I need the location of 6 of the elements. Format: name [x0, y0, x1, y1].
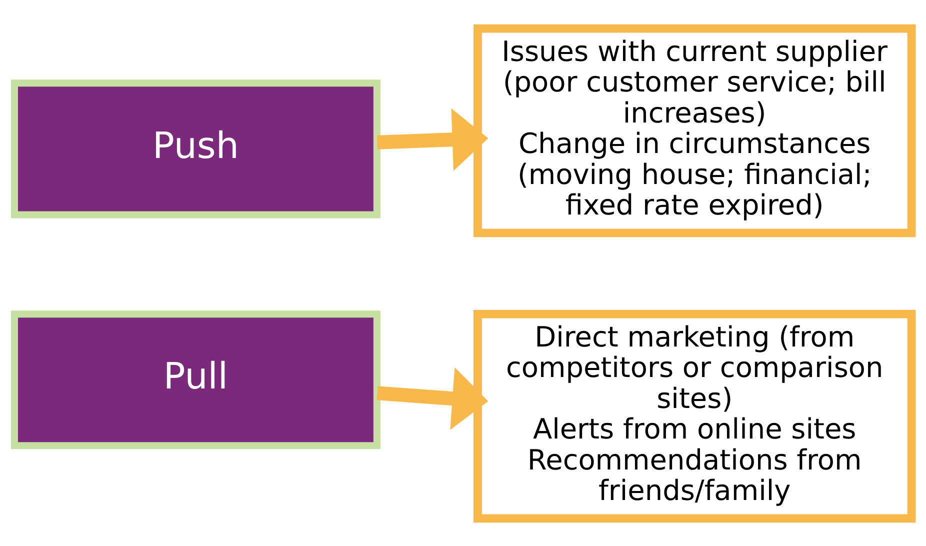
arrow: [376, 366, 488, 430]
node-box: Issues with current supplier (poor customer service; bill increases) Change in circumstances (moving house; financial; fixed rate expired): [474, 24, 916, 237]
arrow: [377, 108, 488, 170]
node-box: Push: [10, 79, 380, 218]
node-box: Direct marketing (from competitors or comparison sites) Alerts from online sites Recommendations from friends/family: [474, 309, 916, 522]
node-box: Pull: [10, 310, 380, 449]
